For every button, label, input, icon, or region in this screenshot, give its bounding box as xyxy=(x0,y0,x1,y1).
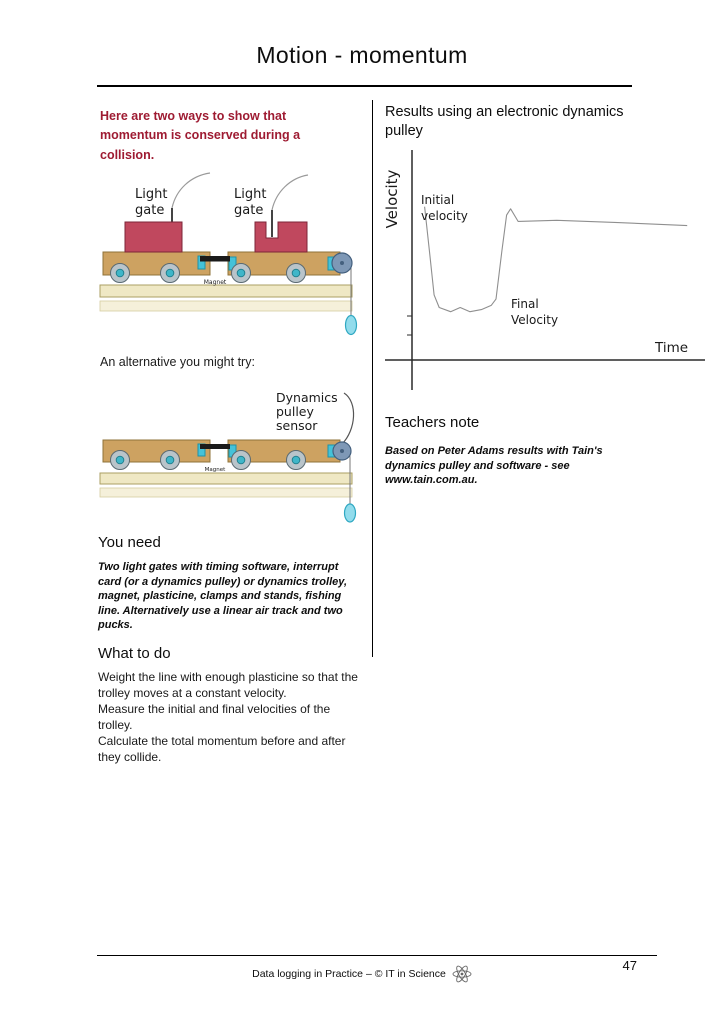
plasticine-weight xyxy=(343,503,357,523)
signal-wire xyxy=(271,174,309,211)
column-divider xyxy=(372,100,373,657)
track xyxy=(99,472,353,485)
trolley-block-notched xyxy=(254,221,308,253)
x-axis-label: Time xyxy=(654,340,688,356)
you-need-heading: You need xyxy=(98,534,161,551)
track-base xyxy=(99,300,353,312)
teachers-note-text: Based on Peter Adams results with Tain's… xyxy=(385,445,603,487)
page-title: Motion - momentum xyxy=(256,42,468,68)
footer: Data logging in Practice – © IT in Scien… xyxy=(0,964,724,984)
sensor-label: sensor xyxy=(276,418,318,433)
what-to-do-step: Measure the initial and final velocities… xyxy=(98,701,331,732)
title-rule xyxy=(97,85,632,87)
footer-text: Data logging in Practice – © IT in Scien… xyxy=(252,968,446,980)
light-gate-label: gate xyxy=(135,203,164,218)
magnet-bar xyxy=(200,256,230,262)
page-number: 47 xyxy=(622,958,637,973)
trolley-wheels xyxy=(110,450,306,470)
atom-icon xyxy=(452,965,472,983)
trolley-wheels xyxy=(110,263,306,283)
velocity-time-graph: Velocity Time Initial velocity Final Vel… xyxy=(383,150,705,390)
track-base xyxy=(99,487,353,498)
intro-text: Here are two ways to show that momentum … xyxy=(100,109,301,162)
svg-text:Velocity: Velocity xyxy=(511,313,558,327)
teachers-note-heading: Teachers note xyxy=(385,414,480,431)
plasticine-weight xyxy=(344,314,358,336)
sensor-label: pulley xyxy=(276,404,314,419)
dynamics-pulley-diagram: Dynamics pulley sensor Magnet xyxy=(99,390,357,523)
magnet-label: Magnet xyxy=(205,467,226,473)
what-to-do-step: Weight the line with enough plasticine s… xyxy=(98,670,358,700)
trolley-collision-diagram: Light gate Light gate Magnet xyxy=(99,172,358,336)
trolley-block xyxy=(124,221,183,253)
you-need-text: Two light gates with timing software, in… xyxy=(98,561,348,632)
magnet-bar xyxy=(200,444,230,449)
footer-rule xyxy=(97,955,657,956)
light-gate-label: Light xyxy=(234,187,266,202)
y-axis-label: Velocity xyxy=(383,169,401,228)
light-gate-label: Light xyxy=(135,187,167,202)
pulley-axle xyxy=(340,261,344,265)
what-to-do-heading: What to do xyxy=(98,645,171,662)
track xyxy=(99,284,353,298)
annotation-initial-velocity: Initial velocity xyxy=(421,193,468,223)
svg-text:Final: Final xyxy=(511,297,539,311)
alternative-caption: An alternative you might try: xyxy=(100,355,255,369)
svg-text:Initial: Initial xyxy=(421,193,454,207)
sensor-label: Dynamics xyxy=(276,390,338,405)
signal-wire xyxy=(171,172,211,209)
svg-text:velocity: velocity xyxy=(421,209,468,223)
sensor-pointer-line xyxy=(341,392,355,445)
velocity-curve xyxy=(424,206,688,313)
pulley-axle xyxy=(340,449,344,453)
magnet-label: Magnet xyxy=(204,279,227,286)
trolley-board xyxy=(102,439,211,463)
annotation-final-velocity: Final Velocity xyxy=(511,297,558,327)
what-to-do-step: Calculate the total momentum before and … xyxy=(98,733,346,764)
results-heading: Results using an electronic dynamics pul… xyxy=(385,104,624,139)
light-gate-label: gate xyxy=(234,203,263,218)
what-to-do-steps: Weight the line with enough plasticine s… xyxy=(98,670,360,766)
